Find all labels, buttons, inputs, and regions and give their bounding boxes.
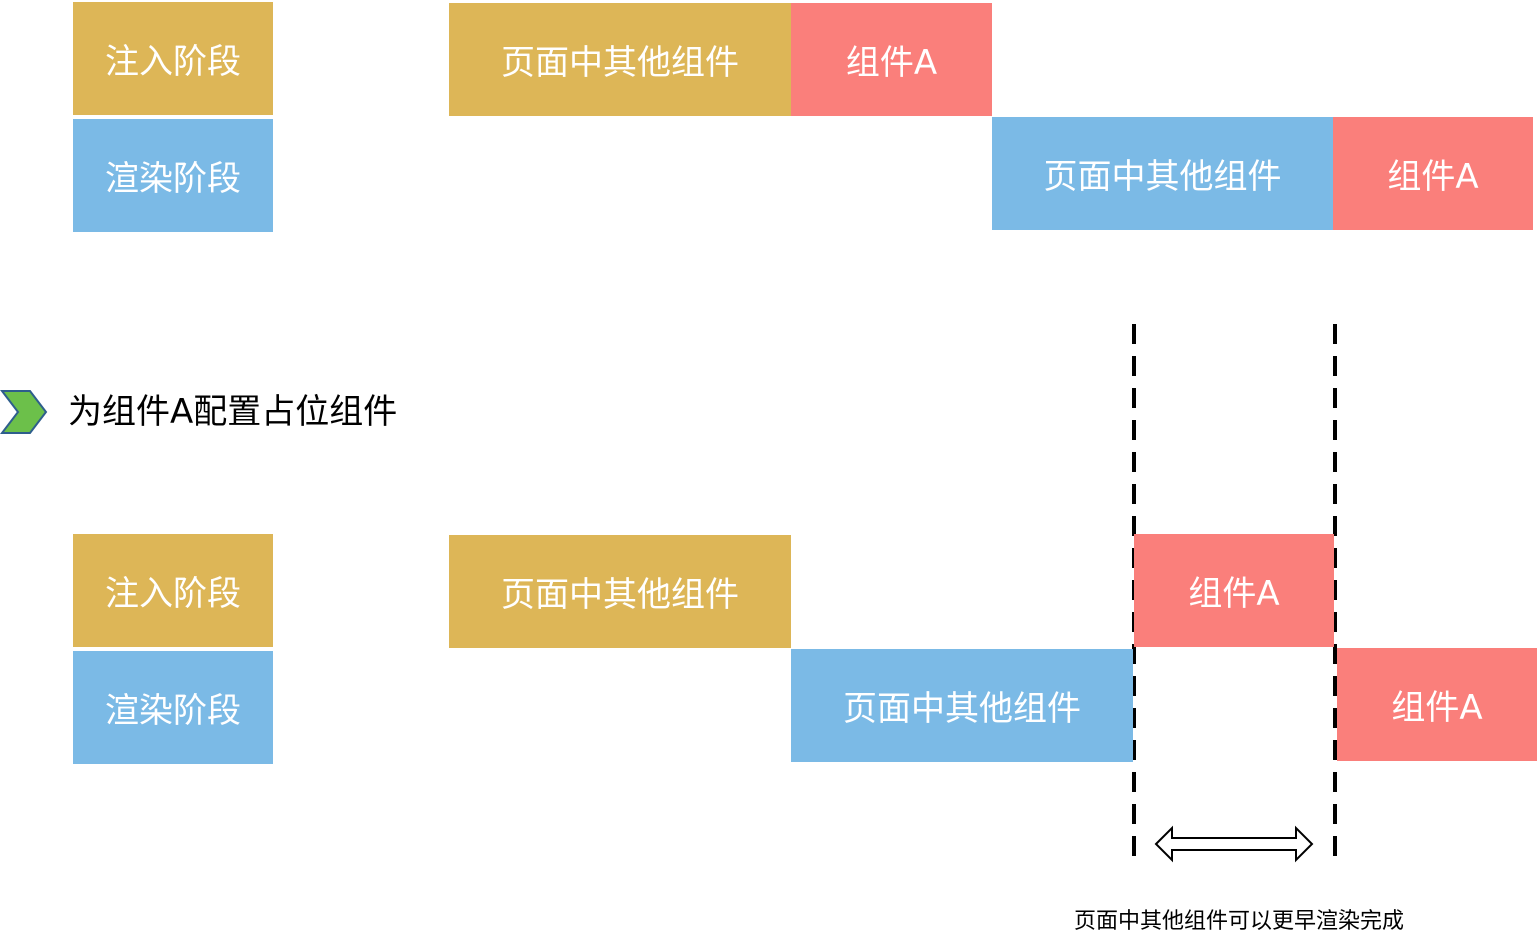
bottom-render-component-a: 组件A <box>1337 648 1537 761</box>
top-inject-phase-label: 注入阶段 <box>73 2 273 115</box>
bottom-inject-phase-label: 注入阶段 <box>73 534 273 647</box>
bottom-inject-other-components: 页面中其他组件 <box>449 535 791 648</box>
top-inject-other-components: 页面中其他组件 <box>449 3 791 116</box>
chevron-right-icon <box>0 390 48 434</box>
top-render-other-components: 页面中其他组件 <box>992 117 1333 230</box>
top-render-component-a: 组件A <box>1333 117 1533 230</box>
caption-earlier-render: 页面中其他组件可以更早渲染完成 <box>1074 909 1405 934</box>
bottom-render-other-components: 页面中其他组件 <box>791 649 1133 762</box>
bottom-render-phase-label: 渲染阶段 <box>73 651 273 764</box>
section-title: 为组件A配置占位组件 <box>68 392 398 432</box>
top-render-phase-label: 渲染阶段 <box>73 119 273 232</box>
bottom-inject-component-a: 组件A <box>1134 534 1334 647</box>
top-inject-component-a: 组件A <box>791 3 992 116</box>
double-arrow-icon <box>1154 825 1314 863</box>
